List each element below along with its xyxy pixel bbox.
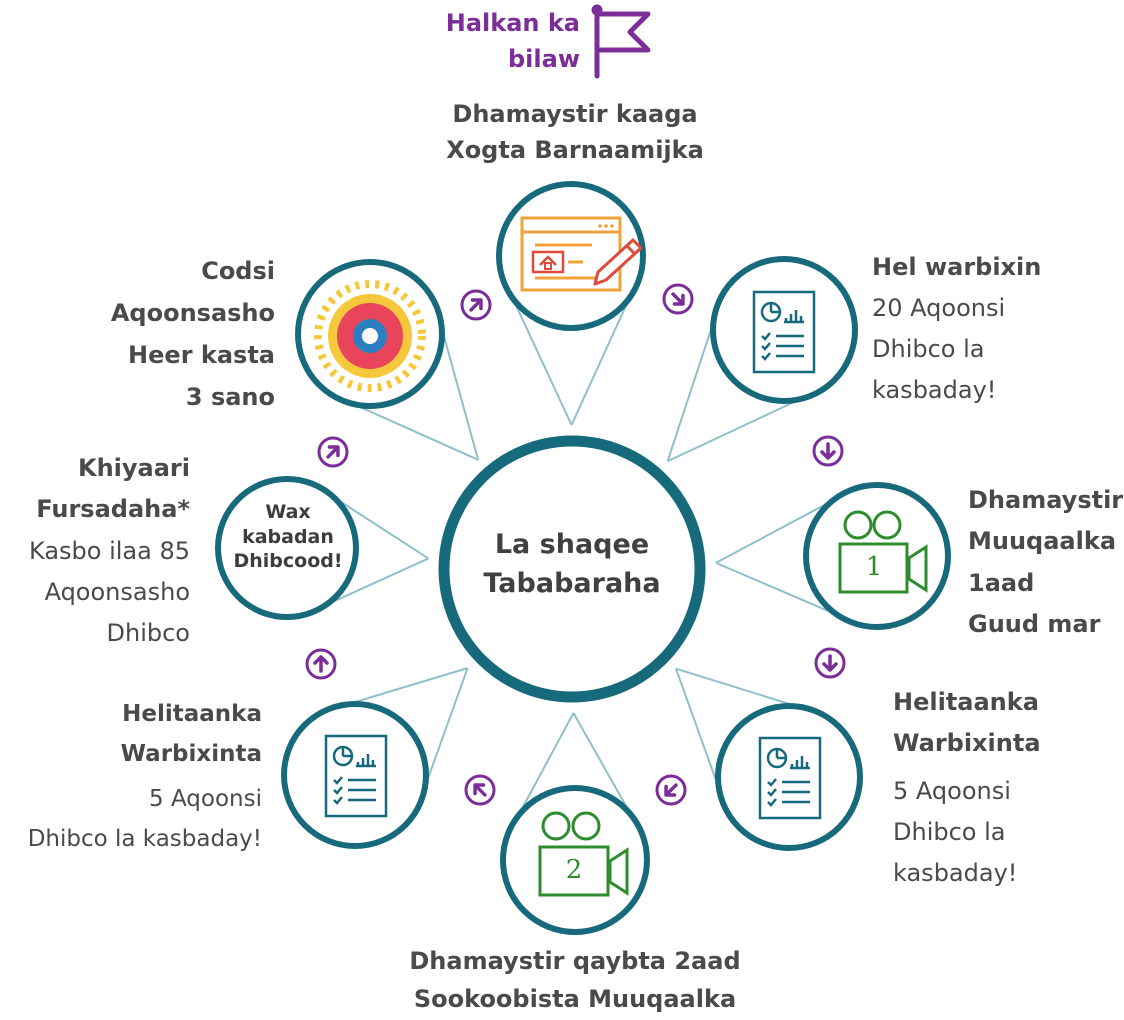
step-certify-text: Codsi Aqoonsasho Heer kasta 3 sano: [60, 250, 275, 418]
step-report-5-left-text: Helitaanka Warbixinta 5 Aqoonsi Dhibco l…: [0, 695, 262, 859]
step-title-line: Khiyaari: [77, 454, 190, 482]
video-camera-icon: [538, 811, 629, 897]
step-title-line: Xogta Barnaamijka: [446, 135, 704, 164]
report-icons: [324, 290, 822, 820]
badge-line: kabadan: [242, 525, 334, 548]
step-detail-line: kasbaday!: [872, 375, 997, 404]
step-title-line: Warbixinta: [120, 740, 262, 767]
center-line: Tababaraha: [483, 568, 661, 600]
flow-arrows: [305, 283, 846, 806]
node-circle-report-20: [710, 256, 858, 404]
flow-arrow-icon: [460, 289, 492, 321]
badge-line: Wax: [265, 501, 311, 523]
step-detail-line: Dhibco la: [872, 334, 985, 363]
step-detail-line: kasbaday!: [893, 859, 1018, 888]
start-line: Halkan ka: [445, 9, 580, 37]
step-title-line: Dhamaystir kaaga: [452, 100, 698, 128]
flow-arrow-icon: [655, 774, 687, 806]
step-title-line: 3 sano: [185, 383, 275, 411]
report-document-icon: [752, 290, 816, 374]
step-title-line: 1aad: [968, 568, 1035, 597]
step-title-line: Warbixinta: [893, 729, 1041, 758]
step-title-line: Guud mar: [968, 609, 1101, 638]
flow-arrow-icon: [814, 647, 846, 679]
connector-profile: [509, 291, 634, 426]
step-title-line: Helitaanka: [122, 701, 262, 727]
flow-arrow-icon: [662, 283, 694, 315]
step-detail-line: 5 Aqoonsi: [893, 776, 1011, 805]
step-title-line: Dhamaystir qaybta 2aad: [409, 947, 741, 975]
step-title-line: Heer kasta: [128, 341, 275, 369]
video-1-number: 1: [865, 552, 883, 582]
connector-certify: [346, 321, 480, 461]
step-title-line: Fursadaha*: [36, 495, 190, 524]
connector-report-20: [666, 316, 807, 463]
step-profile-text: Dhamaystir kaaga Xogta Barnaamijka: [420, 97, 730, 168]
start-label: Halkan ka bilaw: [400, 5, 580, 77]
node-circle-report-5-right: [715, 703, 863, 851]
step-detail-line: Aqoonsasho: [44, 577, 190, 606]
step-detail-line: Dhibco: [106, 619, 190, 648]
connectors: [316, 291, 845, 826]
flow-arrow-icon: [317, 436, 349, 468]
report-document-icon: [324, 734, 388, 818]
step-video-1-text: Dhamaystir Muuqaalka 1aad Guud mar: [968, 480, 1124, 645]
report-document-icon: [758, 736, 822, 820]
node-circle-report-5-left: [281, 701, 429, 849]
node-circle-optional: [215, 476, 359, 620]
video-camera-icon: [838, 510, 928, 594]
center-label: La shaqee Tababaraha: [462, 525, 682, 603]
step-title-line: Hel warbixin: [872, 253, 1042, 281]
step-detail-line: Kasbo ilaa 85: [29, 536, 190, 565]
step-video-2-text: Dhamaystir qaybta 2aad Sookoobista Muuqa…: [390, 942, 760, 1019]
center-node: [438, 435, 706, 703]
flow-arrow-icon: [812, 435, 844, 467]
video-2-number: 2: [565, 855, 583, 885]
web-form-pencil-icon: [520, 216, 643, 292]
connector-report-5-right: [675, 667, 806, 797]
start-line: bilaw: [508, 45, 580, 73]
step-report-5-right-text: Helitaanka Warbixinta 5 Aqoonsi Dhibco l…: [893, 682, 1093, 894]
step-detail-line: Dhibco la kasbaday!: [27, 825, 262, 852]
flow-arrow-icon: [464, 774, 496, 806]
target-badge-icon: [314, 280, 426, 392]
step-title-line: Muuqaalka: [968, 527, 1117, 556]
connector-video-1: [715, 496, 845, 619]
step-detail-line: Dhibco la: [893, 817, 1006, 846]
step-title-line: Helitaanka: [893, 688, 1039, 716]
connector-report-5-left: [338, 667, 469, 795]
center-line: La shaqee: [494, 529, 650, 560]
step-optional-text: Khiyaari Fursadaha* Kasbo ilaa 85 Aqoons…: [10, 448, 190, 654]
step-title-line: Sookoobista Muuqaalka: [413, 985, 737, 1014]
optional-badge-text: Wax kabadan Dhibcood!: [222, 500, 354, 574]
step-detail-line: 20 Aqoonsi: [872, 294, 1006, 322]
flow-arrow-icon: [305, 648, 337, 680]
step-title-line: Aqoonsasho: [110, 299, 275, 327]
flag-icon: [591, 4, 651, 79]
step-title-line: Dhamaystir: [968, 486, 1124, 514]
step-title-line: Codsi: [201, 257, 275, 285]
step-detail-line: 5 Aqoonsi: [149, 786, 262, 813]
step-report-20-text: Hel warbixin 20 Aqoonsi Dhibco la kasbad…: [872, 246, 1102, 410]
badge-line: Dhibcood!: [233, 550, 343, 573]
